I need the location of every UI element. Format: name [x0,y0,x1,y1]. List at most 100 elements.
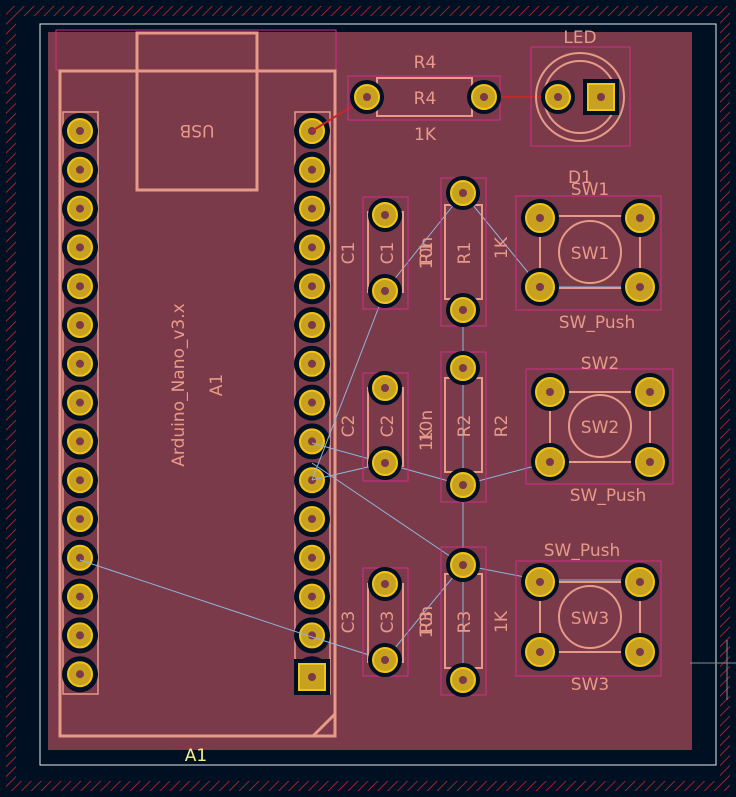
pad [621,633,659,671]
c1-body-label: C1 [378,242,398,265]
header-pin [62,229,98,266]
pad [521,633,559,671]
resistor-r3[interactable]: R3 R3 1K [417,546,512,697]
led-label: LED [563,28,596,48]
r4-body-label: R4 [414,89,437,109]
header-pin [62,617,98,654]
header-pin [294,229,330,266]
sw1-ref-label: SW1 [571,180,609,200]
r3-value-label: 1K [492,610,512,633]
pad [446,351,480,385]
header-pin [294,539,330,576]
header-pin [294,617,330,654]
pad [531,373,569,411]
switch-sw2[interactable]: SW2 SW2 SW_Push [525,354,674,506]
header-pin [62,539,98,576]
capacitor-c2[interactable]: C2 C2 10n [339,371,437,482]
header-pin [294,578,330,615]
r1-body-label: R1 [455,242,475,265]
c2-value-label: 10n [417,410,437,442]
header-left-pins [62,113,98,693]
header-pin [62,384,98,421]
pad [631,443,669,481]
c1-ref-label: C1 [339,242,359,265]
header-pin [294,268,330,305]
pad [368,567,402,601]
pad [368,198,402,232]
header-pin [62,268,98,305]
header-pin [62,462,98,499]
r1-ref-label: R1 [417,242,437,265]
header-pin [294,423,330,460]
header-pin [62,578,98,615]
pad [446,176,480,210]
c1-value-label: 10n [417,237,437,269]
r2-body-label: R2 [455,415,475,438]
sw3-ref-label: SW3 [571,675,609,695]
r3-ref-label: R3 [417,611,437,634]
header-pin [62,307,98,343]
pad-square [583,79,619,115]
pad [621,563,659,601]
pad [350,80,384,114]
pad [531,443,569,481]
arduino-outline [58,69,337,738]
header-pin [62,190,98,227]
board-outline [39,23,717,766]
arduino-nano-footprint[interactable]: USB Arduino_Nano_v3.x A1 [55,29,337,738]
pad [621,199,659,237]
switch-sw3[interactable]: SW_Push SW3 SW3 [515,541,662,695]
c2-body-label: C2 [378,415,398,438]
pad [368,371,402,405]
led-ref-label: D1 [568,168,592,188]
header-pin [62,345,98,382]
usb-label: USB [180,120,215,140]
capacitor-c1[interactable]: C1 C1 10n [339,196,437,310]
c2-ref-label: C2 [339,415,359,438]
pad [521,268,559,306]
pad [368,274,402,308]
header-pin [294,384,330,421]
sw3-body-label: SW3 [571,609,609,629]
header-pin [294,151,330,188]
sw1-value-label: SW_Push [559,313,635,333]
pad [446,468,480,502]
capacitor-c3[interactable]: C3 C3 10n [339,567,437,677]
pad [368,446,402,480]
sw1-body-label: SW1 [571,244,609,264]
pad [631,373,669,411]
sw2-body-label: SW2 [581,418,619,438]
pad [521,199,559,237]
header-pin [62,113,98,149]
c3-value-label: 10n [417,606,437,638]
c3-ref-label: C3 [339,611,359,634]
resistor-r2[interactable]: 1K R2 R2 [417,351,512,503]
pad [368,643,402,677]
sw3-value-label: SW_Push [544,541,620,561]
pad [621,268,659,306]
header-pin [62,501,98,537]
r2-value-label: 1K [417,428,437,451]
arduino-ref-label: A1 [207,374,227,396]
switch-sw1[interactable]: SW1 SW1 SW_Push [515,180,662,333]
r4-ref-label: R4 [414,53,437,73]
pad [446,293,480,327]
header-pin [62,656,98,693]
header-pin [62,151,98,188]
pad [446,663,480,697]
arduino-name-label: Arduino_Nano_v3.x [169,303,189,466]
r3-body-label: R3 [455,611,475,634]
pad [541,80,575,114]
arduino-footprint-ref: A1 [185,746,207,766]
r1-value-label: 1K [492,236,512,259]
led-d1[interactable]: LED D1 [530,28,631,188]
header-pin [294,462,330,499]
resistor-r1[interactable]: R1 R1 1K [417,176,512,327]
r4-value-label: 1K [414,125,437,145]
pad [446,548,480,582]
resistor-r4[interactable]: R4 R4 1K [347,53,501,145]
header-pin [62,423,98,460]
header-pin [294,190,330,227]
header-right-pins [294,113,330,695]
